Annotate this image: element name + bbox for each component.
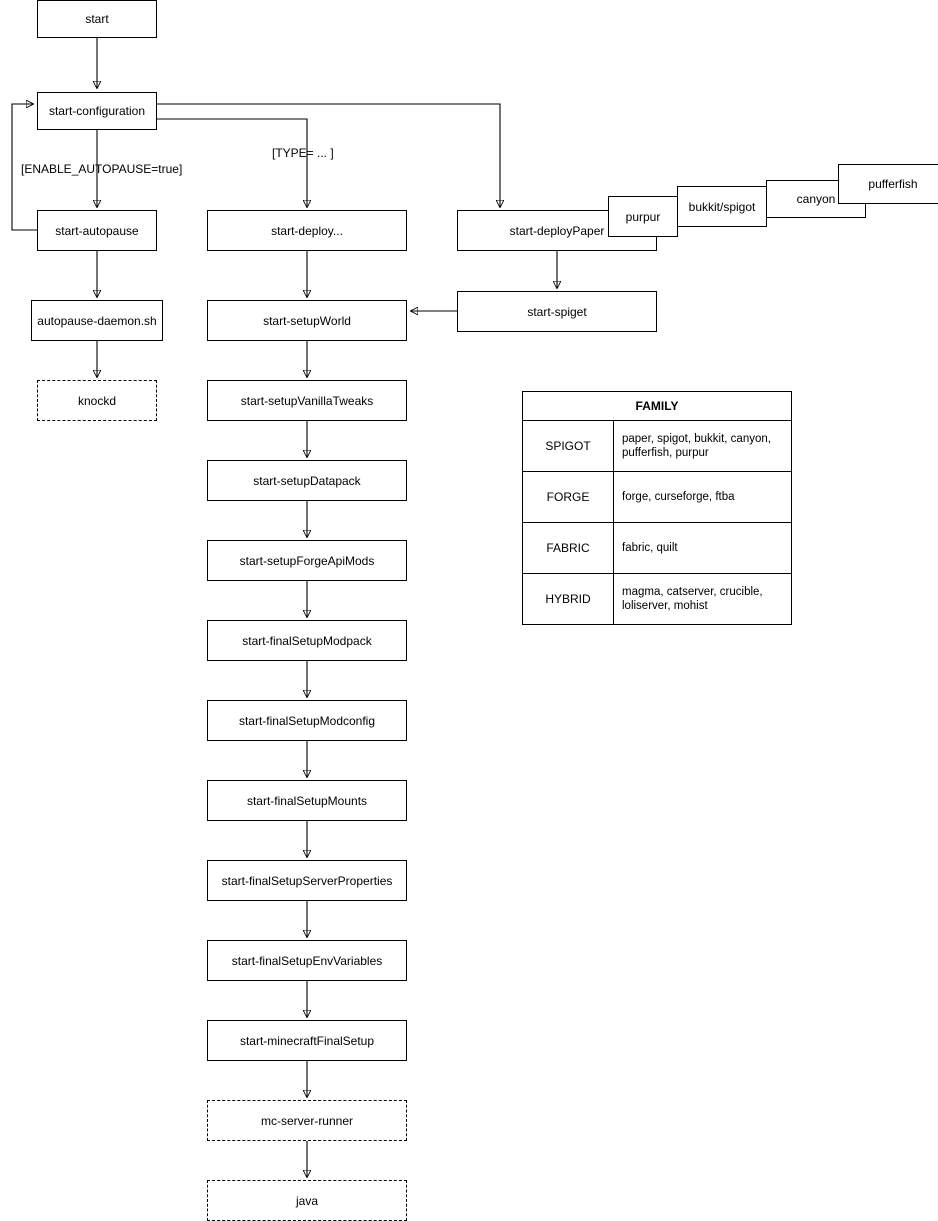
edge-configuration-to-deploypaper bbox=[157, 103, 500, 207]
edge-autopause-loop-back bbox=[11, 104, 37, 231]
node-start-final-setup-mounts[interactable]: start-finalSetupMounts bbox=[207, 780, 407, 821]
family-legend-name: HYBRID bbox=[522, 573, 614, 625]
node-autopause-daemon[interactable]: autopause-daemon.sh bbox=[31, 300, 163, 341]
family-legend-members: fabric, quilt bbox=[613, 522, 792, 574]
edge-label-type: [TYPE= ... ] bbox=[272, 146, 334, 160]
family-legend-name: SPIGOT bbox=[522, 420, 614, 472]
node-java[interactable]: java bbox=[207, 1180, 407, 1221]
family-legend-row: FABRIC fabric, quilt bbox=[522, 522, 792, 574]
family-legend-members: magma, catserver, crucible, loliserver, … bbox=[613, 573, 792, 625]
family-legend-row: SPIGOT paper, spigot, bukkit, canyon, pu… bbox=[522, 420, 792, 472]
node-start-setup-forge-api-mods[interactable]: start-setupForgeApiMods bbox=[207, 540, 407, 581]
node-start-setup-vanilla-tweaks[interactable]: start-setupVanillaTweaks bbox=[207, 380, 407, 421]
node-start-setup-datapack[interactable]: start-setupDatapack bbox=[207, 460, 407, 501]
node-mc-server-runner[interactable]: mc-server-runner bbox=[207, 1100, 407, 1141]
family-legend-members: forge, curseforge, ftba bbox=[613, 471, 792, 523]
node-start-final-setup-server-properties[interactable]: start-finalSetupServerProperties bbox=[207, 860, 407, 901]
node-start[interactable]: start bbox=[37, 0, 157, 38]
node-deploy-variant-pufferfish[interactable]: pufferfish bbox=[838, 164, 938, 204]
node-start-final-setup-modpack[interactable]: start-finalSetupModpack bbox=[207, 620, 407, 661]
family-legend-table: FAMILY SPIGOT paper, spigot, bukkit, can… bbox=[522, 391, 792, 625]
node-deploy-variant-bukkit-spigot[interactable]: bukkit/spigot bbox=[677, 186, 767, 227]
node-start-minecraft-final-setup[interactable]: start-minecraftFinalSetup bbox=[207, 1020, 407, 1061]
family-legend-members: paper, spigot, bukkit, canyon, pufferfis… bbox=[613, 420, 792, 472]
node-start-configuration[interactable]: start-configuration bbox=[37, 92, 157, 130]
family-legend-name: FABRIC bbox=[522, 522, 614, 574]
family-legend-name: FORGE bbox=[522, 471, 614, 523]
edge-configuration-to-deploy bbox=[157, 118, 307, 207]
node-start-setup-world[interactable]: start-setupWorld bbox=[207, 300, 407, 341]
node-knockd[interactable]: knockd bbox=[37, 380, 157, 421]
family-legend-title: FAMILY bbox=[522, 391, 792, 421]
node-start-deploy[interactable]: start-deploy... bbox=[207, 210, 407, 251]
node-start-spiget[interactable]: start-spiget bbox=[457, 291, 657, 332]
family-legend-row: FORGE forge, curseforge, ftba bbox=[522, 471, 792, 523]
node-start-final-setup-modconfig[interactable]: start-finalSetupModconfig bbox=[207, 700, 407, 741]
family-legend-row: HYBRID magma, catserver, crucible, lolis… bbox=[522, 573, 792, 625]
edge-label-enable-autopause: [ENABLE_AUTOPAUSE=true] bbox=[21, 162, 183, 176]
node-deploy-variant-purpur[interactable]: purpur bbox=[608, 196, 678, 237]
node-start-final-setup-env-variables[interactable]: start-finalSetupEnvVariables bbox=[207, 940, 407, 981]
node-start-autopause[interactable]: start-autopause bbox=[37, 210, 157, 251]
